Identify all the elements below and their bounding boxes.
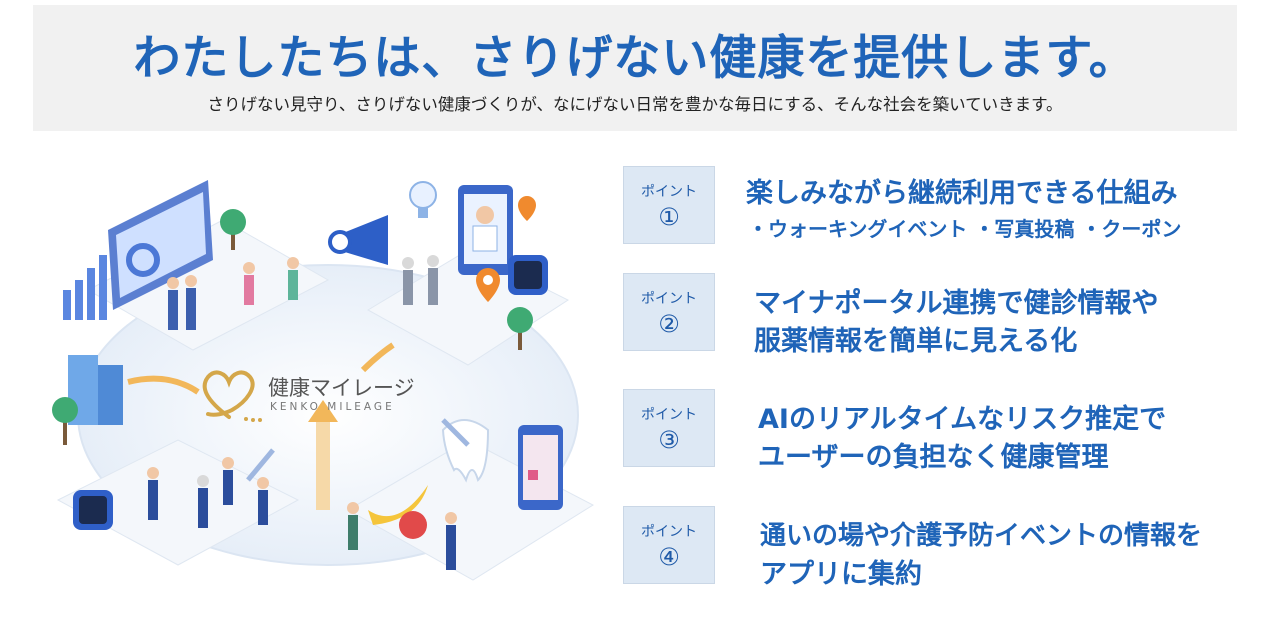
point-number: ③ <box>658 426 680 454</box>
point-4-line-2: アプリに集約 <box>760 559 922 590</box>
smartphone-icon <box>518 425 563 510</box>
point-badge-2: ポイント ② <box>623 273 715 351</box>
point-3-line-2: ユーザーの負担なく健康管理 <box>758 442 1109 473</box>
point-badge-4: ポイント ④ <box>623 506 715 584</box>
point-label: ポイント <box>641 291 697 307</box>
point-badge-3: ポイント ③ <box>623 389 715 467</box>
smartwatch-icon <box>73 255 548 530</box>
point-3-line-1: AIのリアルタイムなリスク推定で <box>758 404 1167 435</box>
header-banner: わたしたちは、さりげない健康を提供します。 さりげない見守り、さりげない健康づく… <box>33 5 1237 131</box>
tooth-icon <box>441 419 490 483</box>
megaphone-icon <box>328 215 388 265</box>
flow-arrows <box>127 342 470 510</box>
point-label: ポイント <box>641 407 697 423</box>
point-number: ① <box>658 203 680 231</box>
health-city-illustration <box>52 180 595 581</box>
tree-icon <box>52 209 533 445</box>
fruit-icon <box>368 485 428 539</box>
point-2-line-2: 服薬情報を簡単に見える化 <box>754 326 1078 357</box>
point-number: ② <box>658 310 680 338</box>
point-1-text: 楽しみながら継続利用できる仕組み <box>746 178 1178 209</box>
point-label: ポイント <box>641 524 697 540</box>
heart-logo-icon <box>202 370 262 422</box>
lightbulb-icon <box>409 181 437 218</box>
page-title: わたしたちは、さりげない健康を提供します。 <box>133 31 1137 86</box>
point-label: ポイント <box>641 184 697 200</box>
point-2-line-1: マイナポータル連携で健診情報や <box>754 288 1159 319</box>
page-subtitle: さりげない見守り、さりげない健康づくりが、なにげない日常を豊かな毎日にする、そん… <box>207 95 1063 114</box>
point-1-subtext: ・ウォーキングイベント ・写真投稿 ・クーポン <box>748 217 1182 241</box>
logo-name: 健康マイレージ <box>268 376 415 400</box>
people-icon <box>147 255 457 570</box>
point-number: ④ <box>658 543 680 571</box>
platform-bottom-left <box>56 439 300 566</box>
point-4-line-1: 通いの場や介護予防イベントの情報を <box>760 521 1203 551</box>
bar-chart-icon <box>63 255 107 320</box>
logo-romaji: KENKO MILEAGE <box>270 401 395 413</box>
location-pin-icon <box>476 196 536 302</box>
tablet-doctor-icon <box>458 185 513 275</box>
point-badge-1: ポイント ① <box>623 166 715 244</box>
